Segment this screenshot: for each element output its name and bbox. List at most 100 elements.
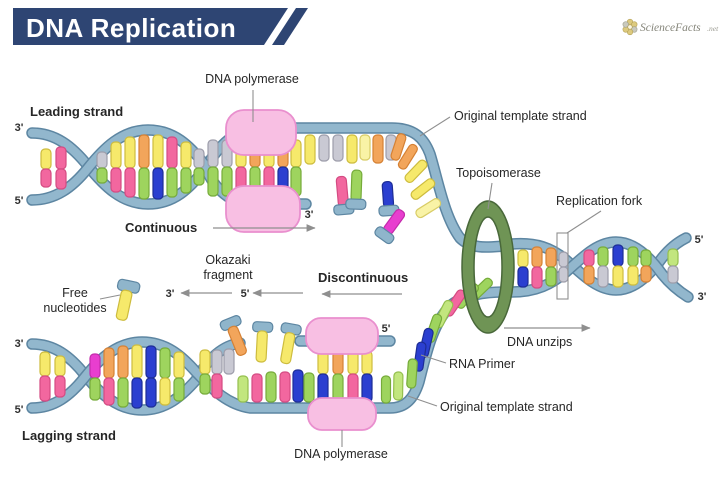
prime-3-right-bottom: 3' — [698, 291, 707, 303]
base-bar — [374, 226, 395, 245]
unpaired-bases-lagging-template — [237, 369, 315, 403]
prime-5-okazaki: 5' — [241, 288, 250, 300]
base-bar — [110, 141, 122, 169]
base-bar — [237, 375, 249, 403]
free-nucleotide-labeled — [115, 278, 141, 321]
base-bar — [145, 377, 157, 408]
base-bar — [372, 134, 384, 164]
base-bar — [251, 373, 263, 403]
base-bar — [612, 244, 624, 267]
base-bar — [346, 134, 358, 164]
base-bar — [640, 249, 652, 267]
base-bar — [406, 358, 418, 389]
base-bar — [304, 134, 316, 165]
banner-accent-sliver — [272, 8, 308, 45]
diagram-shape — [397, 143, 418, 170]
base-bar — [640, 265, 652, 283]
base-bar — [173, 377, 185, 402]
base-bar — [531, 266, 543, 289]
diagram-shape — [415, 198, 442, 219]
base-bar — [392, 371, 404, 401]
dna-polymerase-leading-bottom — [225, 185, 301, 233]
base-bar — [531, 246, 543, 268]
prime-5-top-left: 5' — [15, 195, 24, 207]
base-bar — [117, 345, 129, 379]
unpaired-bases-top-template — [304, 133, 442, 219]
base-bar — [332, 134, 344, 162]
base-bar — [54, 375, 66, 398]
base-bar — [303, 372, 315, 403]
base-bar — [103, 347, 115, 379]
base-bar — [96, 151, 108, 169]
base-bar — [159, 347, 171, 379]
base-bar — [166, 167, 178, 198]
label-original-template-top: Original template strand — [454, 109, 587, 123]
free-nucleotides-leading — [333, 169, 406, 245]
label-original-template-bottom: Original template strand — [440, 400, 573, 414]
base-pairs-lagging-helix — [39, 344, 235, 409]
label-leading-strand: Leading strand — [30, 104, 123, 119]
base-bar — [131, 377, 143, 409]
base-bar — [410, 178, 436, 200]
label-free-line2: nucleotides — [43, 301, 106, 315]
label-rna-primer: RNA Primer — [449, 357, 515, 371]
prime-3-leading-end: 3' — [305, 209, 314, 221]
direction-arrows — [180, 224, 591, 332]
base-bar — [667, 265, 679, 284]
dna-polymerase-leading-top — [225, 109, 297, 156]
original-template-top-pointer — [419, 116, 451, 137]
base-bar — [280, 332, 296, 365]
base-bar — [397, 143, 418, 170]
logo-text: ScienceFacts .net — [640, 18, 719, 35]
base-bar — [390, 133, 407, 161]
base-bar — [667, 248, 679, 267]
base-bar — [207, 166, 219, 197]
base-pairs-lagging-polymerase — [317, 350, 373, 403]
base-bar — [152, 167, 164, 200]
base-bar — [159, 377, 171, 406]
label-discontinuous: Discontinuous — [318, 270, 408, 285]
original-template-bottom-pointer — [407, 395, 438, 407]
base-bar — [103, 377, 115, 406]
base-bar — [627, 265, 639, 286]
diagram-shape — [627, 24, 633, 30]
diagram-shape — [280, 322, 302, 365]
base-bar — [55, 168, 67, 190]
diagram-shape — [345, 169, 367, 210]
base-bar — [180, 167, 192, 194]
base-bar — [627, 246, 639, 267]
flower-icon — [622, 18, 638, 36]
base-bar — [180, 141, 192, 169]
base-bar — [138, 134, 150, 169]
base-bar — [117, 377, 129, 408]
base-bar — [292, 369, 304, 403]
page-title: DNA Replication — [26, 13, 236, 43]
base-bar — [255, 330, 268, 363]
rna-primer-pointer — [420, 354, 447, 364]
prime-3-okazaki: 3' — [166, 288, 175, 300]
diagram-shape — [333, 175, 355, 216]
prime-3-bottom-left: 3' — [15, 338, 24, 350]
base-bar — [124, 136, 136, 169]
replication-fork-pointer — [566, 210, 602, 234]
base-bar — [211, 349, 223, 375]
label-dna-polymerase-top: DNA polymerase — [205, 72, 299, 86]
base-bar — [40, 168, 52, 188]
label-dna-polymerase-bottom: DNA polymerase — [294, 447, 388, 461]
label-replication-fork: Replication fork — [556, 194, 643, 208]
base-bar — [380, 375, 392, 404]
base-bar — [124, 167, 136, 198]
prime-5-right-top: 5' — [695, 234, 704, 246]
base-bar — [40, 148, 52, 170]
diagram-shape — [380, 375, 392, 404]
base-bar — [558, 266, 569, 283]
diagram-shape — [219, 315, 247, 356]
base-bar — [207, 139, 219, 168]
base-bar — [597, 246, 609, 267]
label-lagging-strand: Lagging strand — [22, 428, 116, 443]
topoisomerase-pointer — [487, 182, 493, 210]
base-bar — [55, 146, 67, 170]
base-bar — [138, 167, 150, 200]
diagram-shape — [406, 358, 418, 389]
base-bar — [152, 134, 164, 169]
